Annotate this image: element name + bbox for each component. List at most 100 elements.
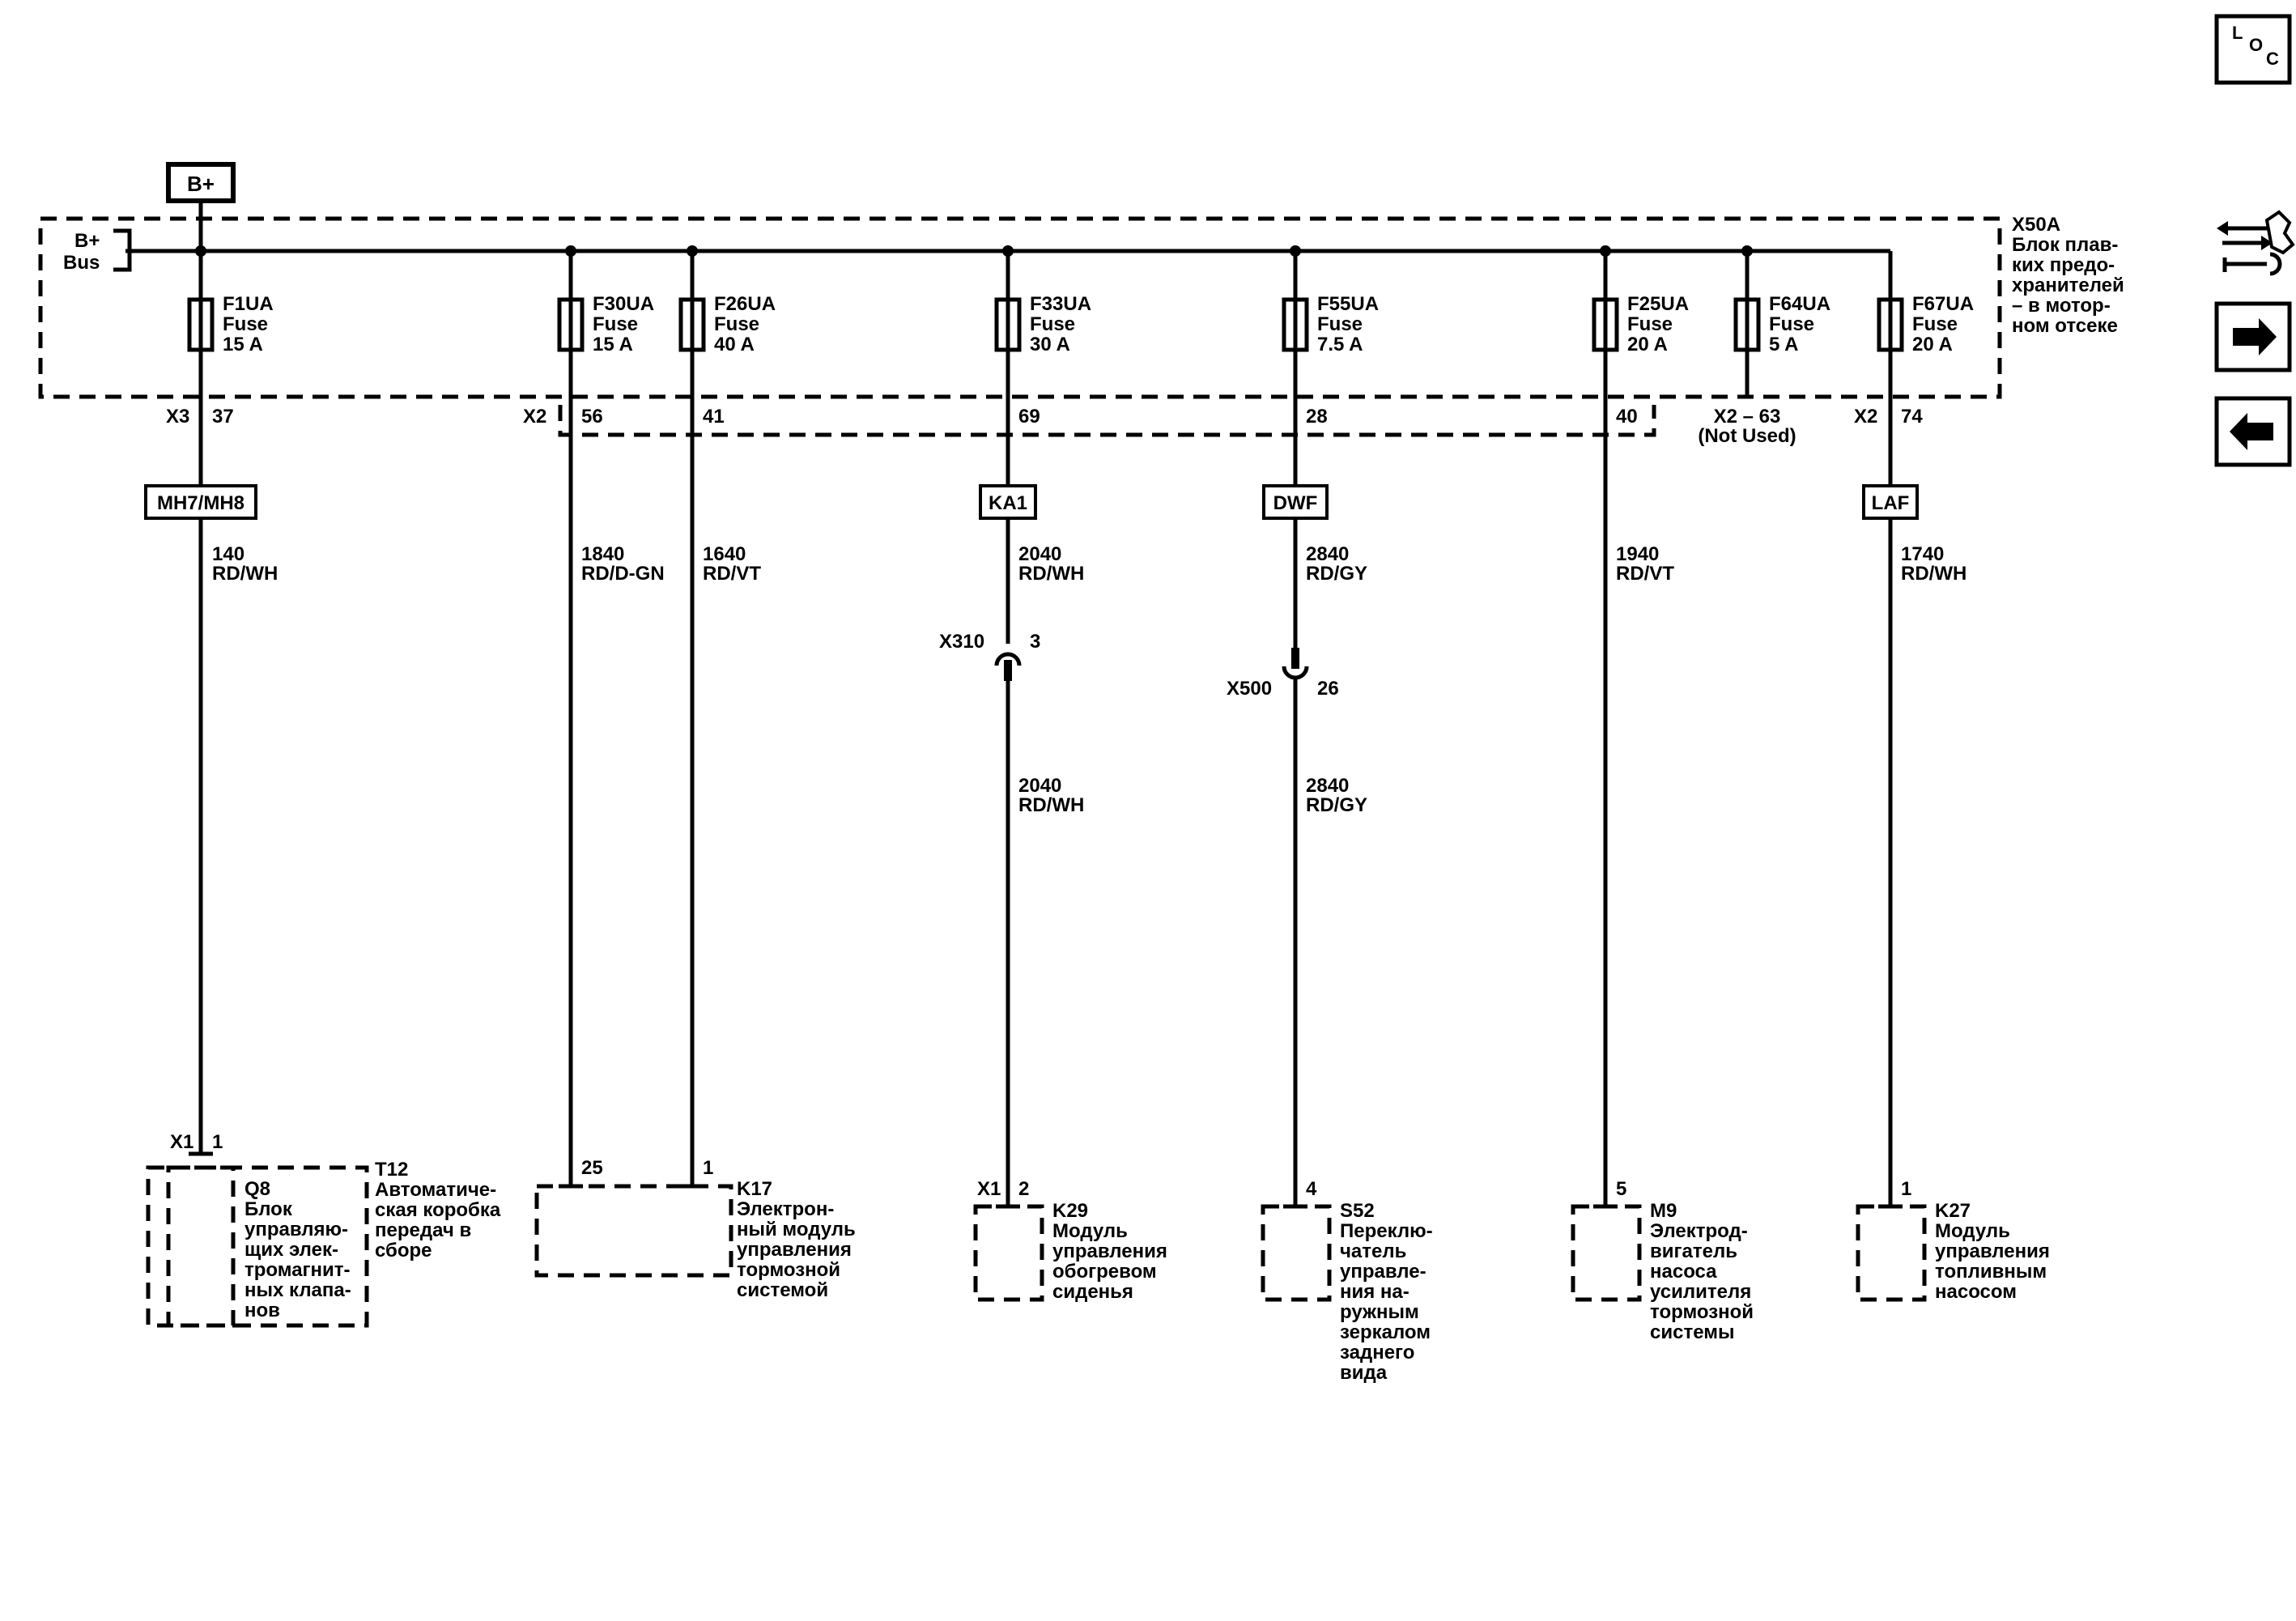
wire-color: RD/WH (1018, 794, 1084, 816)
connector-pin: 26 (1317, 678, 1339, 700)
arrow-left-icon[interactable] (2214, 396, 2292, 467)
k27-id: K27 (1935, 1200, 1971, 1222)
s52-name-4: ния на- (1340, 1281, 1409, 1303)
s52-name-7: заднего (1340, 1342, 1414, 1364)
wire-color: RD/VT (1616, 563, 1674, 585)
terminal-f67: 74 (1901, 406, 1923, 428)
loc-letter-o: O (2249, 35, 2263, 55)
fuse-block-name-4: – в мотор- (2012, 295, 2111, 317)
k17-pin-b: 1 (703, 1157, 713, 1179)
k27-name-1: Модуль (1935, 1220, 2010, 1242)
k17-name-1: Электрон- (737, 1198, 834, 1220)
k27-outline (1856, 1204, 1927, 1302)
fuse-rating: 20 A (1912, 334, 1953, 355)
wire-lines (198, 350, 1893, 1206)
bus-label-top: B+ (74, 230, 100, 252)
m9-name-1: Электрод- (1650, 1220, 1748, 1242)
fuse-name: F67UA (1912, 293, 1974, 315)
q8-name-6: нов (244, 1300, 280, 1321)
connector-id: X500 (1227, 678, 1272, 700)
fuse-word: Fuse (1912, 313, 1958, 335)
wire-color: RD/WH (1901, 563, 1966, 585)
k17-pin-a: 25 (581, 1157, 603, 1179)
svg-text:DWF: DWF (1273, 492, 1318, 514)
fuse-rating: 40 A (714, 334, 755, 355)
fuse-word: Fuse (1627, 313, 1673, 335)
fuse-name: F55UA (1317, 293, 1379, 315)
t12-name-1: Автоматиче- (375, 1179, 496, 1201)
fuse-name: F26UA (714, 293, 776, 315)
wire-color: RD/VT (703, 563, 761, 585)
wire-color: RD/D-GN (581, 563, 665, 585)
q8-name-1: Блок (244, 1198, 293, 1220)
k17-name-2: ный модуль (737, 1219, 856, 1240)
q8-name-3: щих элек- (244, 1239, 338, 1261)
arrow-right-icon[interactable] (2214, 301, 2292, 372)
fuse-block-name-3: хранителей (2012, 274, 2124, 296)
wire-color: RD/GY (1306, 794, 1367, 816)
connector-pin: 3 (1030, 631, 1040, 653)
terminal-f30: 56 (581, 406, 603, 428)
wire-circuit: 2040 (1018, 543, 1061, 565)
x2-connector-outline (558, 405, 1656, 437)
s52-name-1: Переклю- (1340, 1220, 1433, 1242)
wire-circuit: 1840 (581, 543, 624, 565)
s52-name-6: зеркалом (1340, 1321, 1431, 1343)
t12-outline (146, 1165, 369, 1328)
k29-name-1: Модуль (1052, 1220, 1128, 1242)
component-t12: X1 1 T12 Автоматиче- ская коробка переда… (146, 1131, 501, 1328)
fuse-word: Fuse (1030, 313, 1075, 335)
component-m9: 5 M9 Электрод- вигатель насоса усилителя… (1571, 1178, 1754, 1343)
splice-tag-mh: MH7/MH8 (144, 484, 257, 520)
wire-circuit: 2040 (1018, 775, 1061, 797)
s52-id: S52 (1340, 1200, 1375, 1222)
k29-name-3: обогревом (1052, 1261, 1157, 1283)
fuse-name: F1UA (223, 293, 274, 315)
s52-name-3: управле- (1340, 1261, 1426, 1283)
m9-name-5: тормозной (1650, 1301, 1754, 1323)
fuse-name: F64UA (1769, 293, 1830, 315)
fuse-block-name-2: ких предо- (2012, 254, 2115, 276)
k27-name-4: насосом (1935, 1281, 2017, 1303)
wire-circuit: 140 (212, 543, 244, 565)
m9-id: M9 (1650, 1200, 1677, 1222)
loc-letter-l: L (2232, 23, 2243, 43)
m9-name-3: насоса (1650, 1261, 1717, 1283)
fuse-rating: 7.5 A (1317, 334, 1363, 355)
k29-outline (973, 1204, 1044, 1302)
k29-pin: 2 (1018, 1178, 1029, 1200)
k27-pin: 1 (1901, 1178, 1911, 1200)
m9-name-4: усилителя (1650, 1281, 1751, 1303)
fuse-f30ua: F30UA Fuse 15 A (557, 251, 654, 355)
fuse-word: Fuse (223, 313, 268, 335)
splice-tag-dwf: DWF (1262, 484, 1329, 520)
fuse-f67ua: F67UA Fuse 20 A (1877, 251, 1974, 355)
terminal-x3: X3 (166, 406, 189, 428)
t12-name-4: сборе (375, 1240, 432, 1261)
loc-icon[interactable]: L O C (2214, 14, 2292, 85)
s52-name-2: чатель (1340, 1240, 1406, 1262)
q8-name-5: ных клапа- (244, 1279, 351, 1301)
fuse-block-id: X50A (2012, 214, 2060, 236)
terminal-x2-right: X2 (1854, 406, 1877, 428)
fuse-f1ua: F1UA Fuse 15 A (187, 251, 274, 355)
k17-name-4: тормозной (737, 1259, 840, 1281)
component-k29: X1 2 K29 Модуль управления обогревом сид… (973, 1178, 1167, 1303)
terminal-f26: 41 (703, 406, 725, 428)
fuse-word: Fuse (714, 313, 759, 335)
fuse-block-name-1: Блок плав- (2012, 234, 2118, 256)
wire-circuit: 2840 (1306, 543, 1349, 565)
fuse-name: F30UA (593, 293, 654, 315)
connector-repair-icon[interactable] (2217, 210, 2295, 276)
t12-name-2: ская коробка (375, 1199, 501, 1221)
splice-tag-ka1: KA1 (979, 484, 1037, 520)
loc-letter-c: C (2266, 49, 2279, 69)
fuse-f26ua: F26UA Fuse 40 A (678, 251, 776, 355)
k29-conn: X1 (977, 1178, 1001, 1200)
wire-circuit: 1740 (1901, 543, 1944, 565)
s52-name-8: вида (1340, 1362, 1388, 1384)
fuse-block-name-5: ном отсеке (2012, 315, 2118, 337)
wire-circuit: 2840 (1306, 775, 1349, 797)
wire-circuit: 1640 (703, 543, 746, 565)
fuse-word: Fuse (1317, 313, 1363, 335)
